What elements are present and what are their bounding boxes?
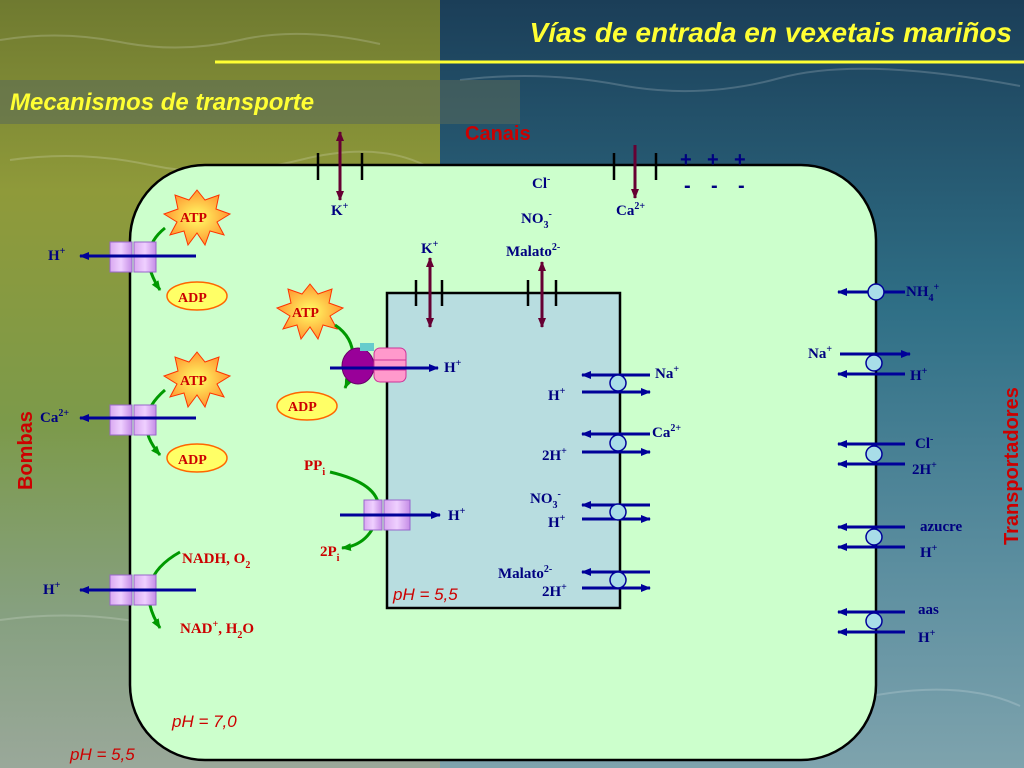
adp-bubble [166,443,228,473]
h-ion-label: H [43,582,55,598]
svg-text:Ca2+: Ca2+ [40,408,69,426]
plus-sign: + [734,149,746,171]
svg-text:Na+: Na+ [655,364,679,382]
svg-text:H+: H+ [444,358,462,376]
pump-ca-atpase: ATP ADP Ca2+ [40,351,232,473]
plasma-transporter-azucre: azucre H+ [837,519,963,561]
nadh-label: NADH, O2 [182,551,250,571]
section-transportadores: Transportadores [1001,387,1023,545]
cl-anion-label: Cl- [532,174,550,192]
svg-text:Na+: Na+ [808,344,832,362]
channel-k-plasma: K+ [316,131,364,219]
adp-bubble [276,391,338,421]
vacuole-transporter-ca: Ca2+ 2H+ [542,423,681,464]
channel-k-vacuole: K+ [414,239,444,328]
plasma-transporter-aas: aas H+ [837,602,939,646]
minus-sign: - [684,175,691,197]
minus-sign: - [738,175,745,197]
adp-bubble [166,281,228,311]
k-vac-label: K [421,241,433,257]
plasma-transporter-nh4: NH4+ [837,282,940,304]
svg-text:H+: H+ [920,543,938,561]
svg-text:Ca2+: Ca2+ [652,423,681,441]
ph-vacuole: pH = 5,5 [392,585,458,604]
svg-text:NO3-: NO3- [530,489,561,511]
k-ion-label: K [331,203,343,219]
channel-malato-vacuole: Malato2- [506,242,560,328]
h-ion-label: H [448,508,460,524]
svg-text:H+: H+ [910,366,928,384]
svg-text:H+: H+ [548,513,566,531]
section-canais: Canais [465,123,531,145]
plasma-transporter-na: Na+ H+ [808,344,928,384]
ph-outside: pH = 5,5 [69,745,135,764]
adp-label: ADP [178,453,207,468]
slide-title: Vías de entrada en vexetais mariños [530,17,1012,48]
svg-text:Malato2-: Malato2- [498,564,552,582]
svg-text:2H+: 2H+ [542,582,567,600]
atp-starburst [162,189,232,247]
adp-label: ADP [288,400,317,415]
pump-nadh: H+ NADH, O2 NAD+, H2O [43,550,254,641]
plasma-transporter-cl: Cl- 2H+ [837,434,937,478]
h-ion-label: H [48,248,60,264]
svg-text:H+: H+ [548,386,566,404]
atp-label: ATP [180,211,207,226]
two-pi-label: 2Pi [320,544,340,564]
svg-text:azucre: azucre [920,519,963,535]
pump-v-atpase: ATP ADP H+ [275,283,462,421]
adp-label: ADP [178,291,207,306]
channel-ca-plasma: Ca2+ [612,145,658,219]
vacuole-transporter-na: Na+ H+ [548,364,679,404]
plus-sign: + [707,149,719,171]
h-ion-label: H [444,360,456,376]
svg-text:Cl-: Cl- [915,434,933,452]
svg-text:2H+: 2H+ [542,446,567,464]
svg-text:K+: K+ [421,239,439,257]
atp-starburst [162,351,232,409]
ca-ion-label: Ca [40,410,59,426]
pump-ppase: PPi 2Pi H+ [304,458,466,564]
atp-label: ATP [292,306,319,321]
minus-sign: - [711,175,718,197]
svg-text:NH4+: NH4+ [906,282,940,304]
svg-text:H+: H+ [48,246,66,264]
subtitle-band [0,80,520,124]
membrane-charges: + + + - - - [680,149,746,197]
svg-text:K+: K+ [331,201,349,219]
svg-text:Malato2-: Malato2- [506,242,560,260]
svg-text:H+: H+ [918,628,936,646]
svg-text:2H+: 2H+ [912,460,937,478]
ca-ion-label: Ca [616,203,635,219]
section-bombas: Bombas [15,411,37,490]
pump-h-atpase: ATP ADP H+ [48,189,232,311]
malato-vac-label: Malato [506,244,552,260]
svg-text:aas: aas [918,602,939,618]
plus-sign: + [680,149,692,171]
svg-text:H+: H+ [43,580,61,598]
svg-text:H+: H+ [448,506,466,524]
atp-label: ATP [180,374,207,389]
vacuole-transporter-malato: Malato2- 2H+ [498,564,651,600]
ph-cytoplasm: pH = 7,0 [171,712,237,731]
ppi-label: PPi [304,458,325,478]
slide-subtitle: Mecanismos de transporte [10,89,314,116]
vacuole [385,291,622,610]
vacuole-transporter-no3: NO3- H+ [530,489,651,531]
nad-label: NAD+, H2O [180,619,254,641]
svg-text:Ca2+: Ca2+ [616,201,645,219]
atp-starburst [275,283,345,341]
no3-anion-label: NO3- [521,209,552,231]
